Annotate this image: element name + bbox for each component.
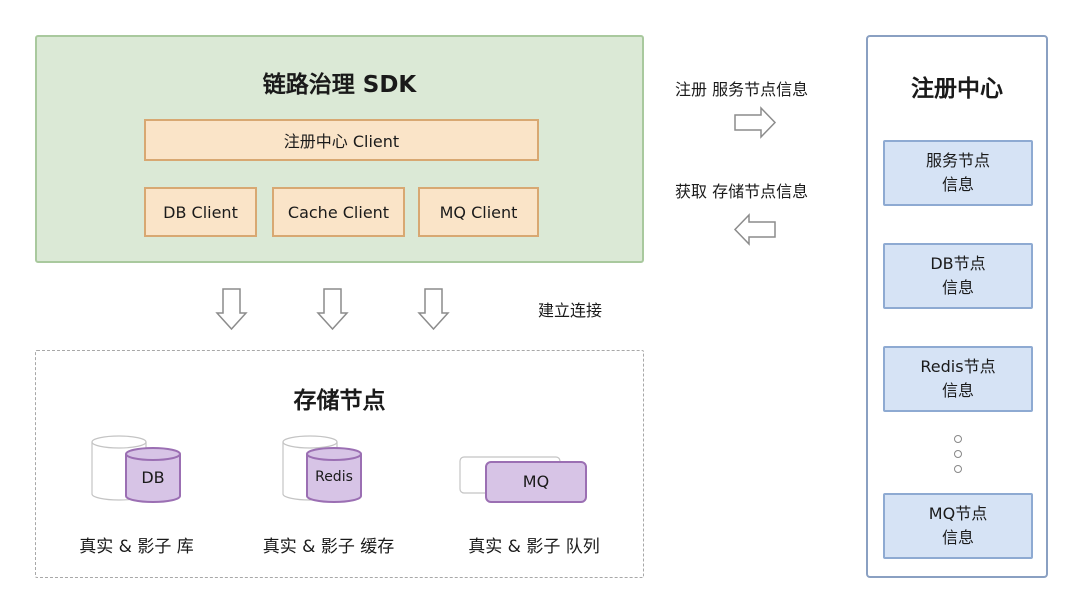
right-arrow-icon [734, 106, 777, 139]
registry-item-service: 服务节点 信息 [883, 140, 1033, 206]
mq-queue-icon [459, 456, 587, 503]
register-label: 注册 服务节点信息 [675, 80, 809, 99]
mq-node: MQ [458, 455, 588, 505]
sdk-title: 链路治理 SDK [262, 72, 417, 98]
registry-title: 注册中心 [911, 76, 1003, 102]
db-node: DB [84, 434, 194, 504]
mq-caption: 真实 & 影子 队列 [468, 537, 600, 557]
redis-node-label: Redis [315, 469, 353, 485]
redis-cylinder-icon [282, 435, 362, 503]
registry-item-line1: Redis节点 [920, 357, 996, 376]
db-caption: 真实 & 影子 库 [79, 537, 194, 557]
down-arrow-icon [417, 288, 450, 331]
redis-caption: 真实 & 影子 缓存 [262, 537, 395, 557]
registry-item-line2: 信息 [941, 278, 974, 297]
mq-node-label: MQ [522, 472, 550, 491]
fetch-label: 获取 存储节点信息 [675, 182, 809, 201]
ellipsis-dots-icon [954, 435, 962, 473]
db-cylinder-icon [91, 435, 181, 503]
sdk-panel: 链路治理 SDK 注册中心 Client DB Client Cache Cli… [35, 35, 644, 263]
storage-title: 存储节点 [293, 388, 386, 414]
registry-item-line1: 服务节点 [925, 151, 990, 170]
registry-item-line2: 信息 [941, 528, 974, 547]
mq-client-box: MQ Client [418, 187, 539, 237]
redis-node: Redis [275, 434, 385, 504]
registry-item-line1: MQ节点 [928, 504, 988, 523]
db-client-box: DB Client [144, 187, 257, 237]
left-arrow-icon [733, 213, 776, 246]
registry-item-redis: Redis节点 信息 [883, 346, 1033, 412]
registry-item-line2: 信息 [941, 175, 974, 194]
down-arrow-icon [215, 288, 248, 331]
registry-client-box: 注册中心 Client [144, 119, 539, 161]
db-node-label: DB [141, 468, 165, 487]
registry-item-mq: MQ节点 信息 [883, 493, 1033, 559]
registry-item-db: DB节点 信息 [883, 243, 1033, 309]
cache-client-box: Cache Client [272, 187, 405, 237]
registry-panel: 注册中心 服务节点 信息 DB节点 信息 Redis节点 信息 MQ节点 信息 [866, 35, 1048, 578]
down-arrow-icon [316, 288, 349, 331]
connect-label: 建立连接 [538, 301, 603, 320]
storage-panel: 存储节点 DB 真实 & 影子 库 Redis [35, 350, 644, 578]
registry-item-line2: 信息 [941, 381, 974, 400]
registry-item-line1: DB节点 [930, 254, 986, 273]
